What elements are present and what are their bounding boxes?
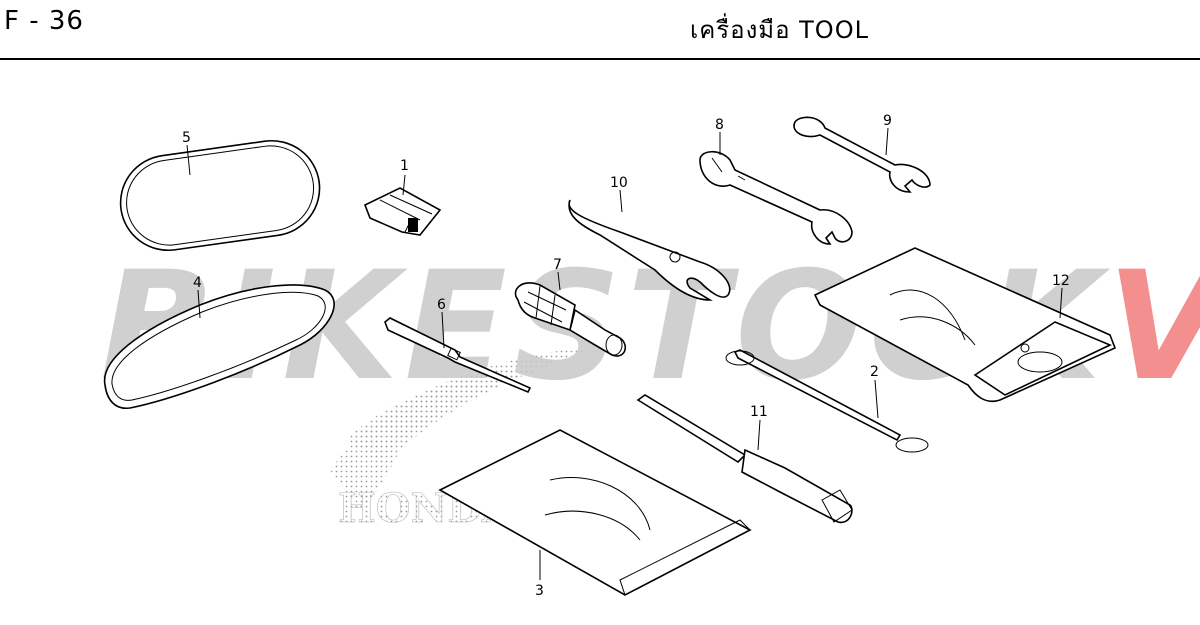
callout-7: 7 [553,257,562,273]
part-2-handle [725,349,929,453]
callout-5: 5 [182,130,191,146]
part-5-band [119,139,321,252]
header-rule [0,58,1200,60]
callout-11: 11 [750,404,768,420]
part-12-bag [813,247,1117,403]
part-6-bit [384,317,532,394]
part-7-screwdriver [514,282,627,357]
part-1-clip [363,187,442,236]
part-9-wrench [793,116,931,193]
part-10-spanner [568,199,731,301]
callout-4: 4 [193,275,202,291]
part-8-wrench [699,150,853,245]
callout-8: 8 [715,117,724,133]
page-title: เครื่องมือ TOOL [690,16,869,44]
page-code: F - 36 [4,6,84,36]
callout-2: 2 [870,364,879,380]
callout-10: 10 [610,175,628,191]
watermark-accent: VN [1107,240,1200,414]
callout-12: 12 [1052,273,1070,289]
callout-9: 9 [883,113,892,129]
part-4-band [103,284,335,410]
leader-lines [186,127,1063,580]
part-3-manual [438,429,752,596]
callouts: 1 2 3 4 5 6 7 8 9 10 11 12 [182,113,1070,599]
callout-3: 3 [535,583,544,599]
callout-6: 6 [437,297,446,313]
callout-1: 1 [400,158,409,174]
part-11-plug-wrench [636,394,853,524]
